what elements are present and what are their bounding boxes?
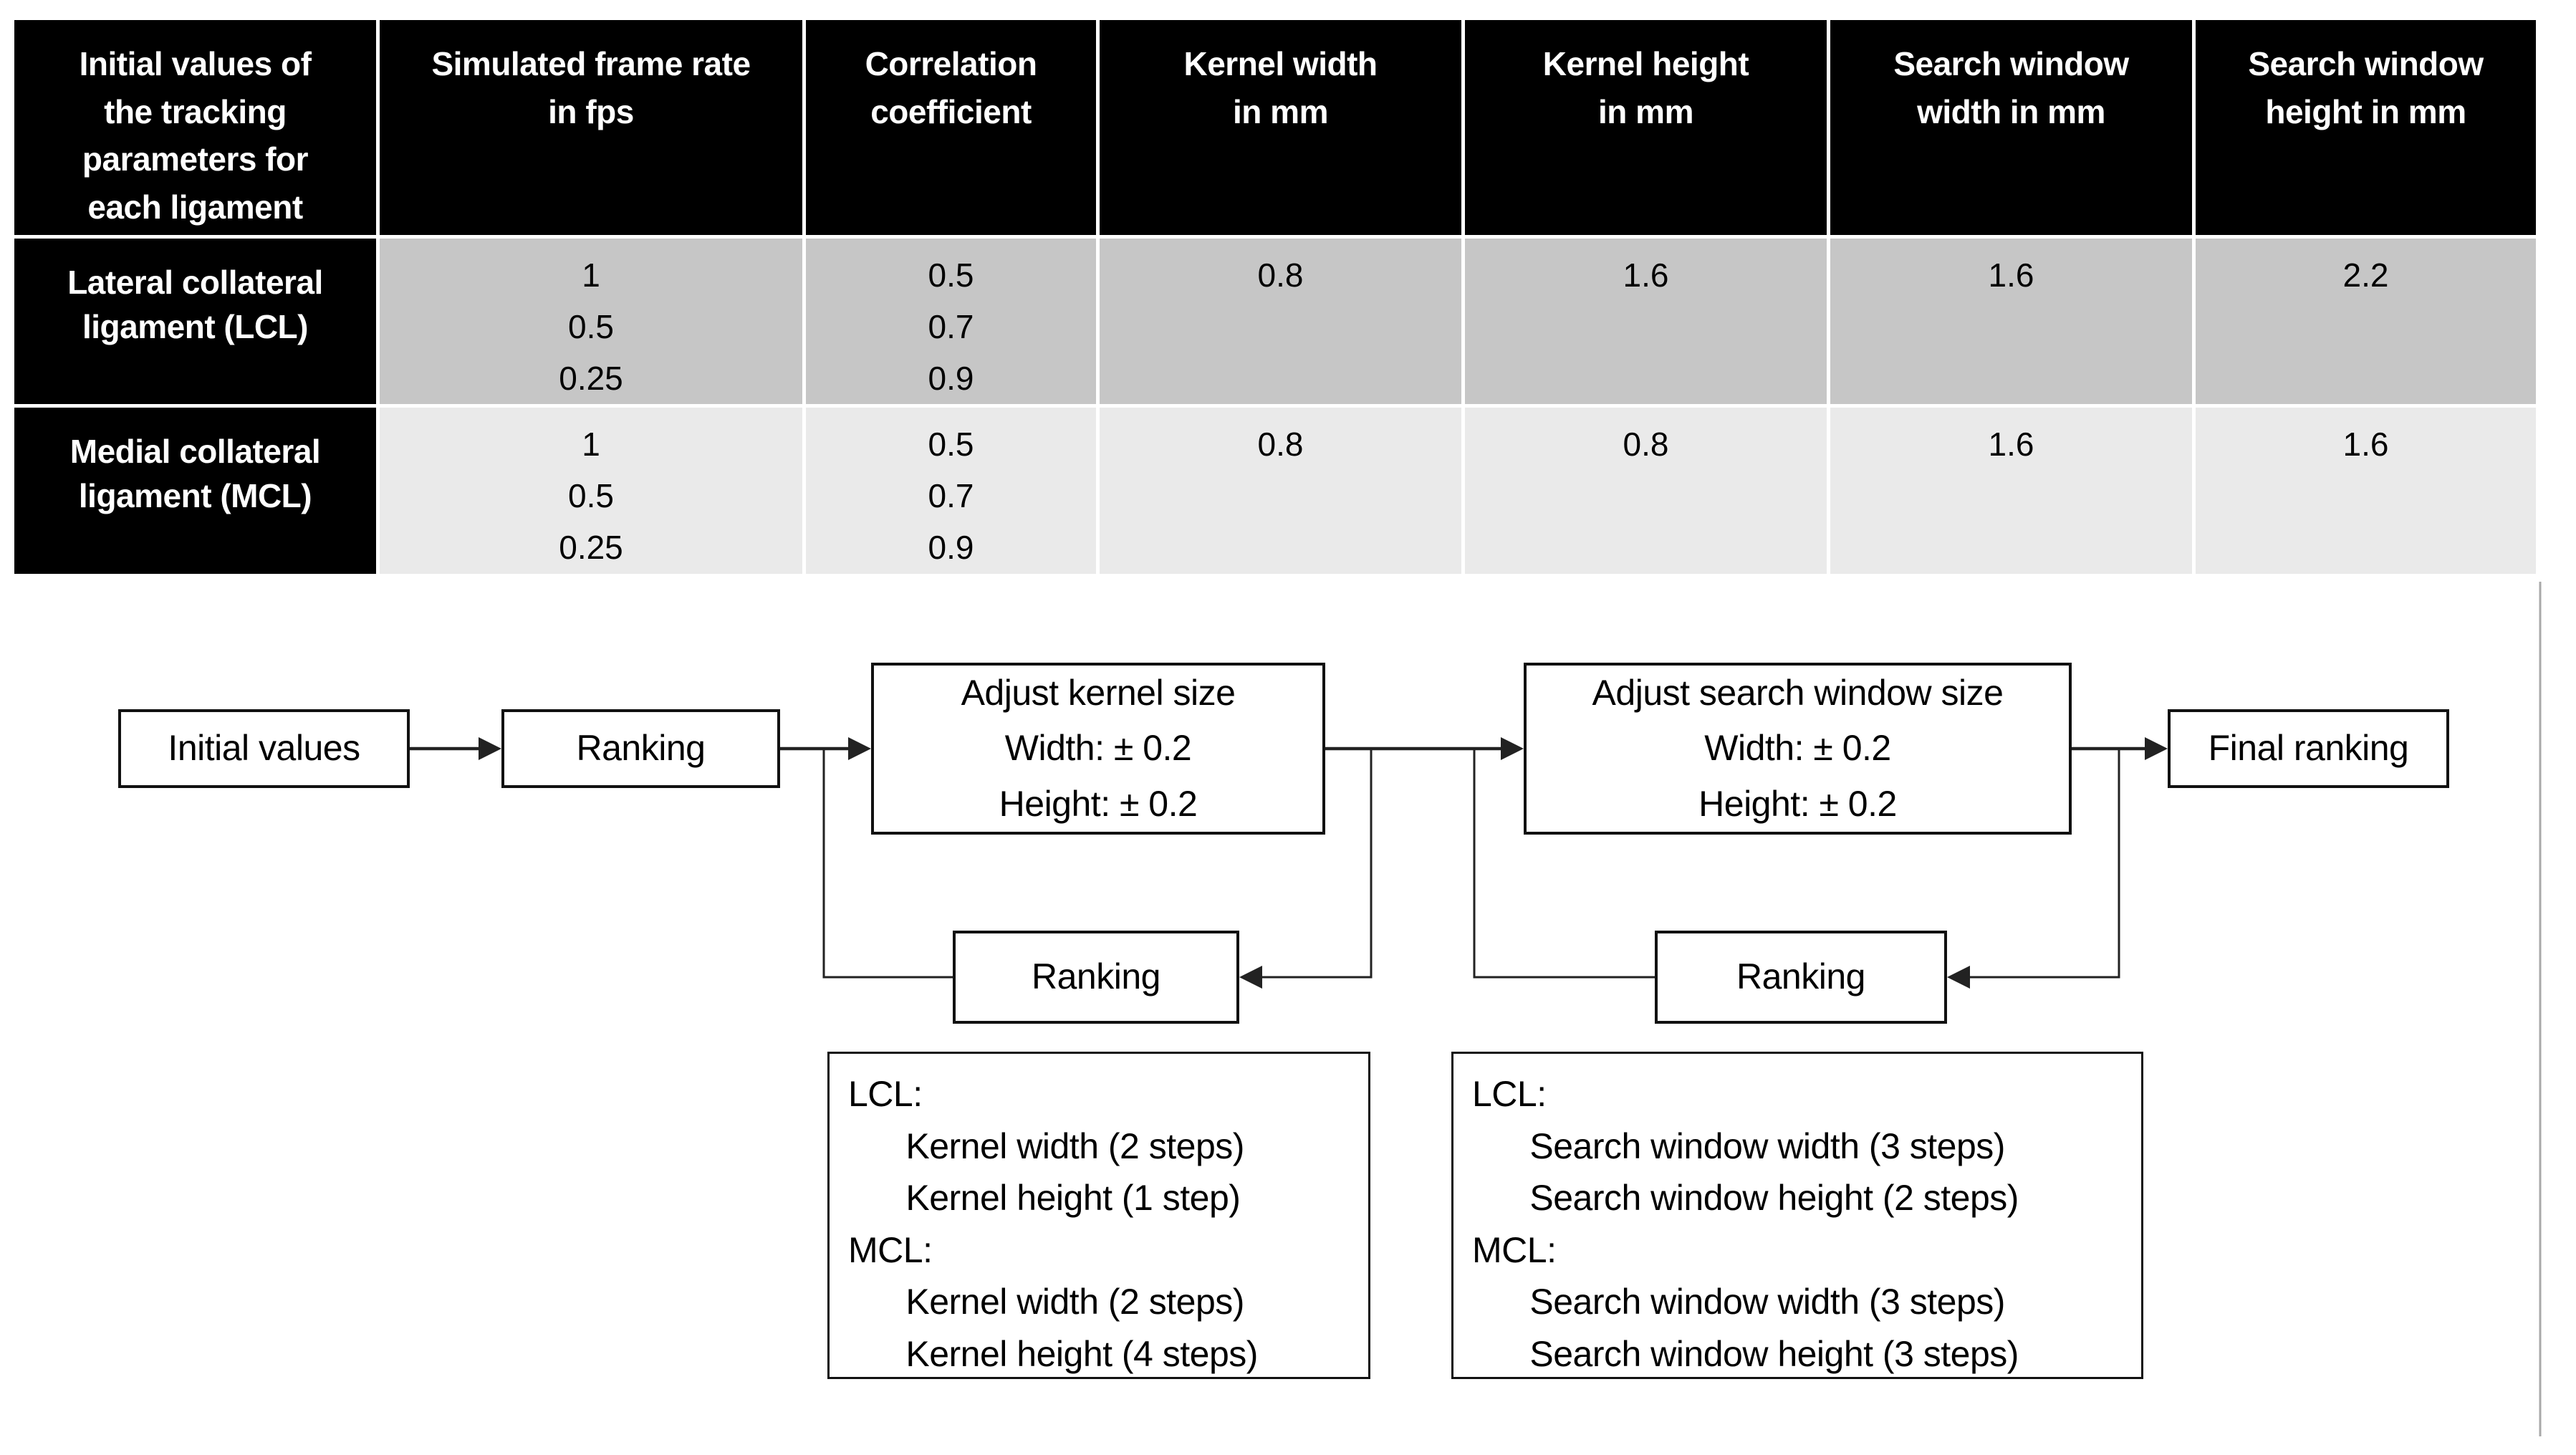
flow-box-adjust-kernel-size: Adjust kernel size Width: ± 0.2 Height: … bbox=[871, 663, 1325, 835]
table-row-mcl: Medial collateral ligament (MCL) 1 0.5 0… bbox=[14, 408, 2536, 574]
cell-mcl-kernel-height: 0.8 bbox=[1465, 408, 1827, 574]
arrowhead-into-ranking-1 bbox=[479, 737, 501, 760]
col-header-initial-values: Initial values of the tracking parameter… bbox=[14, 20, 376, 235]
col-header-kernel-height: Kernel height in mm bbox=[1465, 20, 1827, 235]
col-header-correlation: Correlation coefficient bbox=[806, 20, 1096, 235]
note-box-search-window-steps: LCL: Search window width (3 steps) Searc… bbox=[1451, 1052, 2143, 1379]
cell-lcl-search-window-height: 2.2 bbox=[2196, 239, 2536, 405]
arrowhead-into-final-ranking bbox=[2145, 737, 2168, 760]
cell-lcl-search-window-width: 1.6 bbox=[1830, 239, 2192, 405]
flow-box-adjust-search-window-size: Adjust search window size Width: ± 0.2 H… bbox=[1524, 663, 2072, 835]
loop-search-return-up bbox=[1474, 749, 1655, 977]
cell-lcl-correlation: 0.5 0.7 0.9 bbox=[806, 239, 1096, 405]
flow-box-final-ranking: Final ranking bbox=[2168, 709, 2449, 788]
parameters-table: Initial values of the tracking parameter… bbox=[11, 16, 2539, 577]
flow-box-ranking-kernel-loop: Ranking bbox=[953, 931, 1239, 1024]
arrowhead-into-kernel-ranking bbox=[1239, 966, 1262, 989]
note-box-kernel-steps: LCL: Kernel width (2 steps) Kernel heigh… bbox=[827, 1052, 1370, 1379]
cell-mcl-frame-rate: 1 0.5 0.25 bbox=[380, 408, 802, 574]
cell-lcl-frame-rate: 1 0.5 0.25 bbox=[380, 239, 802, 405]
cell-lcl-kernel-height: 1.6 bbox=[1465, 239, 1827, 405]
cell-mcl-kernel-width: 0.8 bbox=[1100, 408, 1461, 574]
cell-mcl-correlation: 0.5 0.7 0.9 bbox=[806, 408, 1096, 574]
row-label-lcl: Lateral collateral ligament (LCL) bbox=[14, 239, 376, 405]
row-label-mcl: Medial collateral ligament (MCL) bbox=[14, 408, 376, 574]
cell-lcl-kernel-width: 0.8 bbox=[1100, 239, 1461, 405]
arrowhead-into-search-ranking bbox=[1947, 966, 1970, 989]
table-header-row: Initial values of the tracking parameter… bbox=[14, 20, 2536, 235]
cell-mcl-search-window-height: 1.6 bbox=[2196, 408, 2536, 574]
flow-box-ranking-search-loop: Ranking bbox=[1655, 931, 1947, 1024]
loop-search-down-to-ranking bbox=[1966, 749, 2119, 977]
col-header-frame-rate: Simulated frame rate in fps bbox=[380, 20, 802, 235]
arrowhead-into-adjust-kernel bbox=[848, 737, 871, 760]
loop-kernel-down-to-ranking bbox=[1258, 749, 1371, 977]
flow-box-initial-values: Initial values bbox=[118, 709, 410, 788]
col-header-search-window-width: Search window width in mm bbox=[1830, 20, 2192, 235]
cell-mcl-search-window-width: 1.6 bbox=[1830, 408, 2192, 574]
col-header-kernel-width: Kernel width in mm bbox=[1100, 20, 1461, 235]
flow-box-ranking-1: Ranking bbox=[501, 709, 780, 788]
arrowhead-into-adjust-search bbox=[1501, 737, 1524, 760]
loop-kernel-return-up bbox=[824, 749, 953, 977]
table-row-lcl: Lateral collateral ligament (LCL) 1 0.5 … bbox=[14, 239, 2536, 405]
col-header-search-window-height: Search window height in mm bbox=[2196, 20, 2536, 235]
